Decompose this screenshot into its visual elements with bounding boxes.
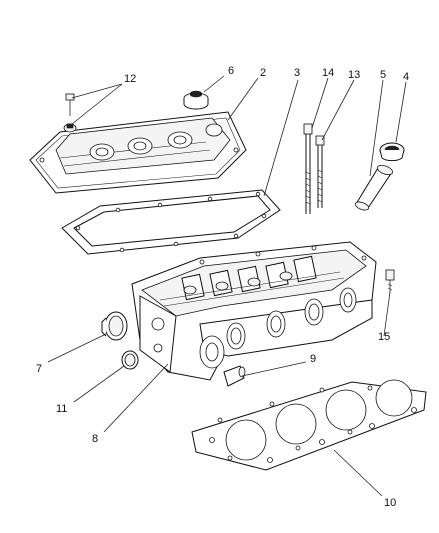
head-bolt-long	[303, 123, 313, 214]
callout-11: 11	[56, 403, 67, 415]
callout-5: 5	[380, 69, 386, 81]
callout-7: 7	[36, 363, 42, 375]
cylinder-head	[131, 241, 377, 381]
valve-cover-gasket	[61, 189, 281, 255]
callout-8: 8	[92, 433, 98, 445]
valve-cover	[29, 111, 247, 194]
leader-lines	[47, 75, 407, 497]
callout-4: 4	[403, 71, 409, 83]
callout-labels: 2 3 4 5 6 7 8 9 10 11 12 13 14 15	[36, 65, 409, 509]
callout-3: 3	[294, 67, 300, 79]
callout-14: 14	[322, 67, 334, 79]
callout-2: 2	[260, 67, 266, 79]
dowel-fitting	[223, 365, 246, 387]
oil-filler-cap	[183, 90, 209, 110]
callout-12: 12	[124, 73, 136, 85]
cover-bolt-grommet	[63, 93, 77, 133]
spark-plug-tube-seal	[379, 142, 405, 162]
head-gasket	[191, 379, 427, 471]
spark-plug-tube	[354, 164, 394, 211]
callout-10: 10	[384, 497, 396, 509]
callout-9: 9	[310, 353, 316, 365]
callout-15: 15	[378, 331, 390, 343]
callout-6: 6	[228, 65, 234, 77]
head-bolt-short	[315, 135, 325, 208]
temperature-sensor	[385, 269, 395, 292]
callout-13: 13	[348, 69, 360, 81]
expansion-plug	[121, 350, 139, 370]
camshaft-seal	[101, 311, 128, 341]
